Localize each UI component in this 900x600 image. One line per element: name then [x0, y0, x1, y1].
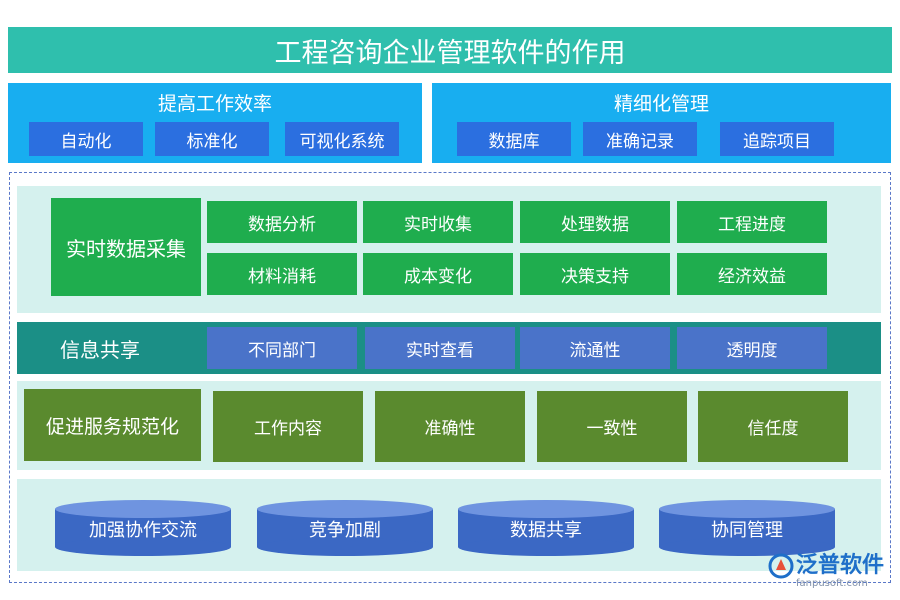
realtime-item: 材料消耗 [207, 253, 357, 295]
logo-url: fanpusoft.com [796, 578, 868, 589]
logo-text: 泛普软件 [796, 552, 885, 578]
content-frame [9, 172, 891, 583]
realtime-item: 实时收集 [363, 201, 513, 243]
sharing-item: 透明度 [677, 327, 827, 369]
service-label: 促进服务规范化 [24, 389, 201, 461]
collab-cylinder: 协同管理 [659, 500, 835, 556]
realtime-item: 工程进度 [677, 201, 827, 243]
sharing-item: 流通性 [520, 327, 670, 369]
page-title: 工程咨询企业管理软件的作用 [8, 27, 892, 73]
logo-icon [768, 553, 794, 579]
chip-automation: 自动化 [29, 122, 143, 156]
chip-visual-system: 可视化系统 [285, 122, 399, 156]
service-item: 信任度 [698, 391, 848, 462]
collab-item: 协同管理 [711, 520, 783, 541]
collab-cylinder: 加强协作交流 [55, 500, 231, 556]
service-item: 工作内容 [213, 391, 363, 462]
collab-item: 竞争加剧 [309, 520, 381, 541]
realtime-label: 实时数据采集 [51, 198, 201, 296]
sharing-item: 实时查看 [365, 327, 515, 369]
sharing-item: 不同部门 [207, 327, 357, 369]
collab-item: 数据共享 [510, 520, 582, 541]
realtime-item: 处理数据 [520, 201, 670, 243]
realtime-item: 成本变化 [363, 253, 513, 295]
sharing-label: 信息共享 [60, 337, 140, 362]
realtime-item: 数据分析 [207, 201, 357, 243]
collab-item: 加强协作交流 [89, 520, 197, 541]
brand-logo: 泛普软件 fanpusoft.com [768, 551, 888, 591]
service-item: 准确性 [375, 391, 525, 462]
fine-management-panel: 精细化管理 数据库 准确记录 追踪项目 [432, 83, 891, 163]
chip-standardization: 标准化 [155, 122, 269, 156]
chip-database: 数据库 [457, 122, 571, 156]
service-item: 一致性 [537, 391, 687, 462]
chip-track-project: 追踪项目 [720, 122, 834, 156]
realtime-item: 经济效益 [677, 253, 827, 295]
collab-cylinder: 数据共享 [458, 500, 634, 556]
realtime-item: 决策支持 [520, 253, 670, 295]
collab-cylinder: 竞争加剧 [257, 500, 433, 556]
chip-accurate-record: 准确记录 [583, 122, 697, 156]
fine-management-title: 精细化管理 [613, 92, 709, 115]
efficiency-title: 提高工作效率 [157, 92, 272, 115]
efficiency-panel: 提高工作效率 自动化 标准化 可视化系统 [8, 83, 422, 163]
